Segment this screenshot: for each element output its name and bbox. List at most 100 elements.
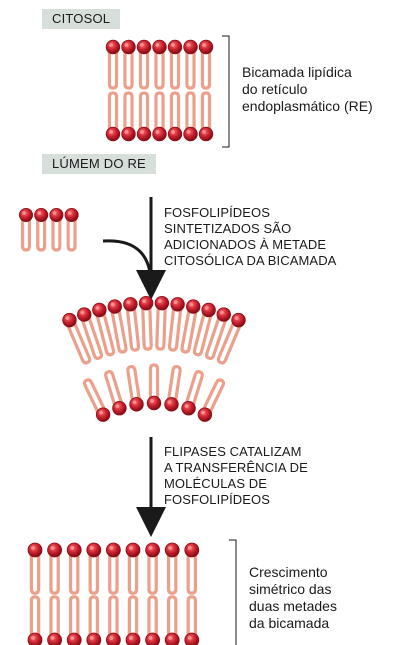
phospholipid-head <box>129 397 144 412</box>
phospholipid-head <box>145 632 160 645</box>
bilayer-caption-line: Bicamada lipídica <box>242 64 352 80</box>
phospholipid-head <box>186 299 201 314</box>
phospholipid <box>167 39 183 90</box>
result-caption-line: duas metades <box>249 598 337 614</box>
phospholipid <box>105 39 121 90</box>
phospholipid-head <box>184 632 200 645</box>
phospholipid <box>198 39 214 90</box>
phospholipid-head <box>47 632 62 645</box>
phospholipid <box>47 595 62 645</box>
phospholipid-head <box>164 397 179 412</box>
result-bracket <box>229 539 237 645</box>
phospholipid <box>121 91 136 142</box>
cytosol-label: CITOSOL <box>42 9 121 29</box>
phospholipid-head <box>170 297 185 312</box>
phospholipid <box>145 595 160 645</box>
phospholipid-head <box>105 39 121 55</box>
phospholipid <box>154 295 170 351</box>
phospholipid <box>123 297 141 352</box>
phospholipid-head <box>95 407 111 422</box>
phospholipid-head <box>106 542 121 558</box>
phospholipid-head <box>198 126 214 142</box>
bilayer-bracket <box>222 35 230 148</box>
phospholipid-head <box>123 297 138 312</box>
phospholipid-head <box>216 307 231 322</box>
phospholipid <box>106 595 121 645</box>
synthesis-arrow <box>102 239 166 300</box>
phospholipid-head <box>86 542 102 558</box>
phospholipid <box>138 295 154 351</box>
phospholipid <box>180 299 201 354</box>
phospholipid-head <box>105 126 121 142</box>
phospholipid-head <box>107 299 122 314</box>
phospholipid <box>18 207 33 252</box>
phospholipid-head <box>64 207 79 222</box>
phospholipid-head <box>27 542 43 558</box>
phospholipid <box>167 297 185 352</box>
phospholipid-head <box>47 542 62 558</box>
phospholipid-head <box>167 39 183 55</box>
result-caption: Crescimento simétrico das duas metades d… <box>249 564 337 632</box>
phospholipid-head <box>167 126 183 142</box>
step-synthesis-line: CITOSÓLICA DA BICAMADA <box>164 253 337 268</box>
step-synthesis-line: ADICIONADOS À METADE <box>164 237 327 252</box>
curved-bilayer <box>62 295 246 422</box>
phospholipid <box>105 91 121 142</box>
phospholipid <box>125 595 141 645</box>
phospholipid-head <box>121 39 136 55</box>
phospholipid <box>198 91 214 142</box>
phospholipid-head <box>34 207 49 222</box>
phospholipid-head <box>231 312 246 328</box>
bilayer-caption-line: endoplasmático (RE) <box>242 98 373 114</box>
er-bilayer <box>105 39 214 142</box>
phospholipid-head <box>49 207 64 222</box>
phospholipid <box>49 207 64 252</box>
phospholipid <box>152 39 167 90</box>
phospholipid-head <box>106 632 121 645</box>
phospholipid <box>62 312 92 365</box>
result-caption-line: simétrico das <box>249 581 332 597</box>
phospholipid-head <box>152 39 167 55</box>
phospholipid-head <box>152 126 167 142</box>
step-flippase-line: FOSFOLIPÍDEOS <box>164 492 271 507</box>
er-lumen-label: LÚMEM DO RE <box>42 154 156 174</box>
phospholipid-head <box>183 39 198 55</box>
phospholipid-head <box>136 126 152 142</box>
phospholipid-head <box>197 407 213 422</box>
phospholipid <box>152 91 167 142</box>
step-synthesis-line: FOSFOLIPÍDEOS <box>164 205 271 220</box>
phospholipid <box>86 595 102 645</box>
step-flippase-line: MOLÉCULAS DE <box>164 476 268 491</box>
phospholipid <box>197 378 226 422</box>
phospholipid-head <box>198 39 214 55</box>
phospholipid <box>181 370 204 416</box>
phospholipid <box>64 207 79 252</box>
phospholipid <box>183 39 198 90</box>
phospholipid <box>27 542 43 595</box>
bilayer-caption: Bicamada lipídica do retículo endoplasmá… <box>242 64 373 115</box>
phospholipid-head <box>138 295 154 311</box>
phospholipid-head <box>18 207 33 222</box>
phospholipid-head <box>181 401 196 416</box>
phospholipid <box>204 307 231 360</box>
phospholipid <box>146 363 162 411</box>
phospholipid-head <box>125 632 141 645</box>
phospholipid-head <box>164 542 180 558</box>
phospholipid-head <box>66 632 82 645</box>
phospholipid-head <box>125 542 141 558</box>
phospholipid-head <box>154 295 170 311</box>
phospholipid <box>183 91 198 142</box>
phospholipid <box>107 299 128 354</box>
phospholipid <box>192 302 216 357</box>
phospholipid <box>125 542 141 595</box>
phospholipid <box>104 370 127 416</box>
phospholipid <box>92 302 116 357</box>
phospholipid <box>121 39 136 90</box>
phospholipid-head <box>62 312 77 328</box>
phospholipid-head <box>27 632 43 645</box>
phospholipid-head <box>164 632 180 645</box>
phospholipid-head <box>112 401 127 416</box>
phospholipid <box>164 365 182 412</box>
bilayer-caption-line: do retículo <box>242 81 308 97</box>
